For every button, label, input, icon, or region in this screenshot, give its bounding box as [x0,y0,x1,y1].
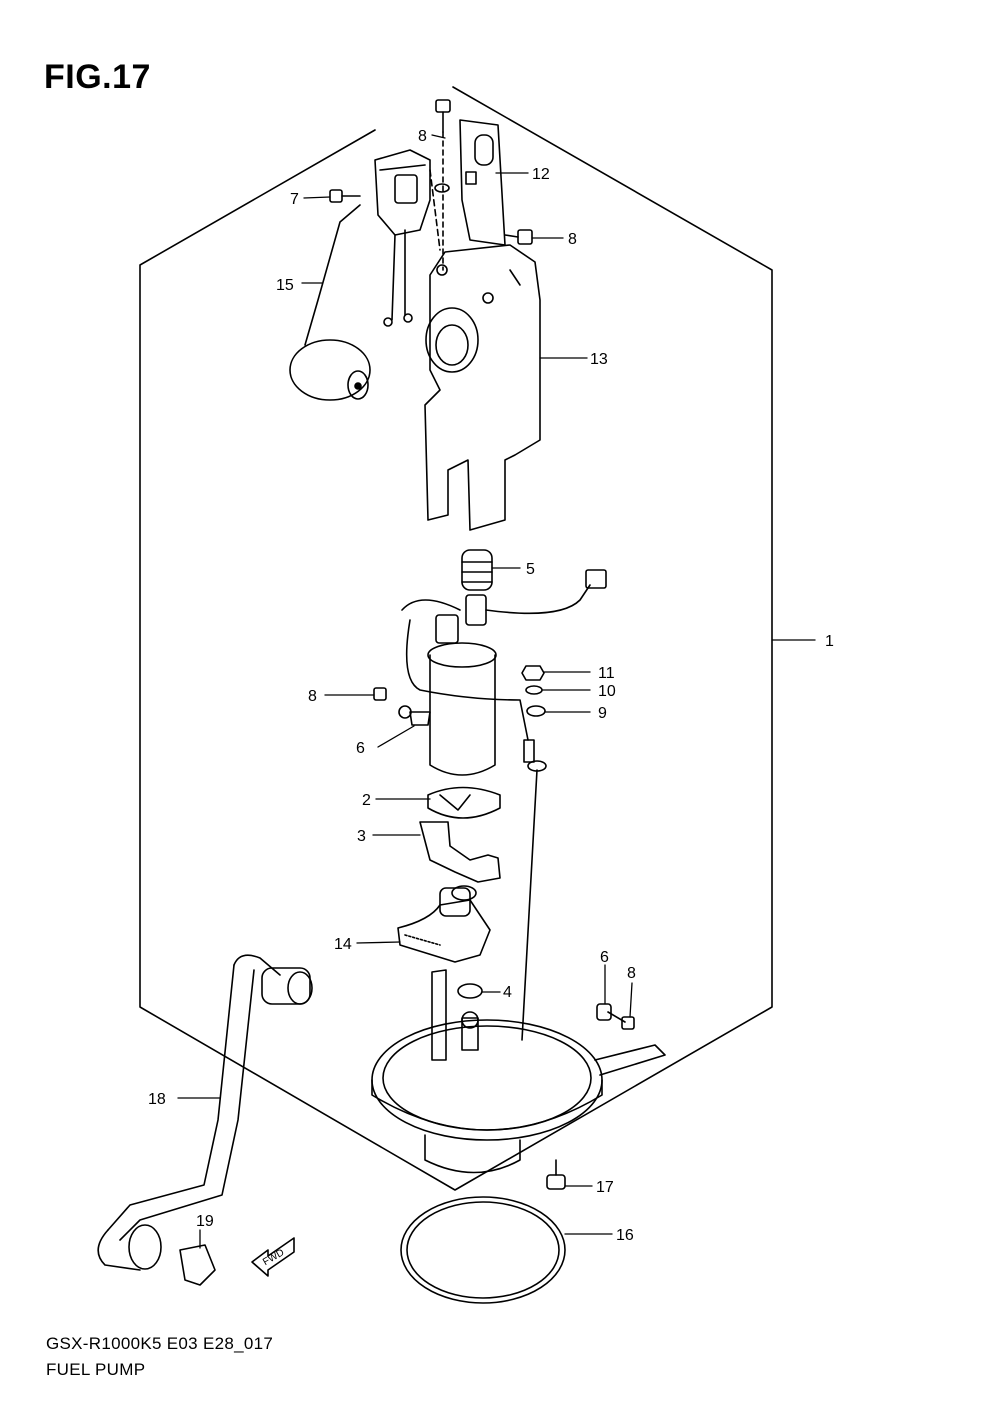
base-o-ring [400,1196,566,1304]
bolt-7 [329,189,361,203]
callout-4: 4 [503,984,512,1001]
diagram-name: FUEL PUMP [46,1360,146,1379]
callout-10: 10 [598,683,616,700]
callout-7: 7 [290,191,299,208]
callout-3: 3 [357,828,366,845]
callout-19: 19 [196,1213,214,1230]
grommet-bolt-right [596,1003,635,1030]
bolt-bracket [504,229,533,245]
fwd-label: FWD [261,1247,286,1268]
pump-holder-lower [427,786,501,819]
fuel-hose [97,954,313,1271]
leader-lines [177,134,816,1249]
callout-12: 12 [532,166,550,183]
callout-1: 1 [825,633,834,650]
callout-8-right: 8 [627,965,636,982]
o-ring [457,983,483,999]
figure-title: FIG.17 [44,58,151,96]
callout-2: 2 [362,792,371,809]
callout-9: 9 [598,705,607,722]
callout-14: 14 [334,936,352,953]
forward-arrow-icon: FWD [251,1237,295,1277]
callout-8-middle: 8 [308,688,317,705]
callout-16: 16 [616,1227,634,1244]
fuel-filter [397,885,491,963]
callout-15: 15 [276,277,294,294]
nut-and-washers [521,665,547,1041]
pump-case [424,244,541,531]
callout-17: 17 [596,1179,614,1196]
callout-6-right: 6 [600,949,609,966]
callout-8-top: 8 [418,128,427,145]
grommet-bolt-middle [373,687,431,726]
fuel-strainer-cushion [461,549,493,591]
model-code: GSX-R1000K5 E03 E28_017 [46,1334,274,1353]
callout-8-bracket: 8 [568,231,577,248]
bolt-top [435,99,451,271]
callout-5: 5 [526,561,535,578]
callout-13: 13 [590,351,608,368]
pump-holder [419,821,501,883]
callout-11: 11 [598,665,615,682]
base-o-ring-inner [406,1201,560,1299]
pump-base-plate [371,969,666,1174]
fuel-level-gauge-float [289,204,371,401]
callout-6-middle: 6 [356,740,365,757]
assembly-boundary [139,86,773,1191]
fuel-pump-motor [398,569,607,776]
callout-labels: 8 12 7 8 15 13 5 1 11 10 9 8 6 2 3 14 6 … [148,128,834,1244]
callout-18: 18 [148,1091,166,1108]
fuel-level-sender [374,149,441,327]
bolt-17 [546,1159,566,1190]
bracket [434,119,506,246]
hose-clip [179,1244,216,1286]
